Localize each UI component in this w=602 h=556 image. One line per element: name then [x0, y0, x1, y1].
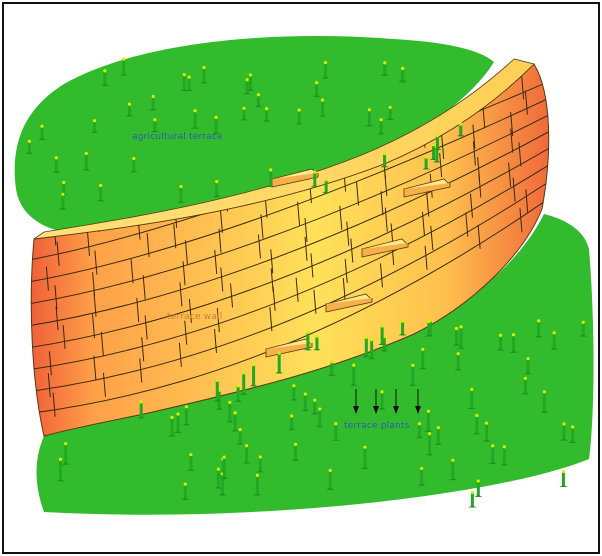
- upper-terrace-label: agricultural terrace: [132, 132, 223, 142]
- terrace-diagram: [4, 4, 598, 552]
- wall-label: terrace wall: [167, 312, 222, 322]
- lower-terrace-label: terrace plants: [344, 421, 410, 431]
